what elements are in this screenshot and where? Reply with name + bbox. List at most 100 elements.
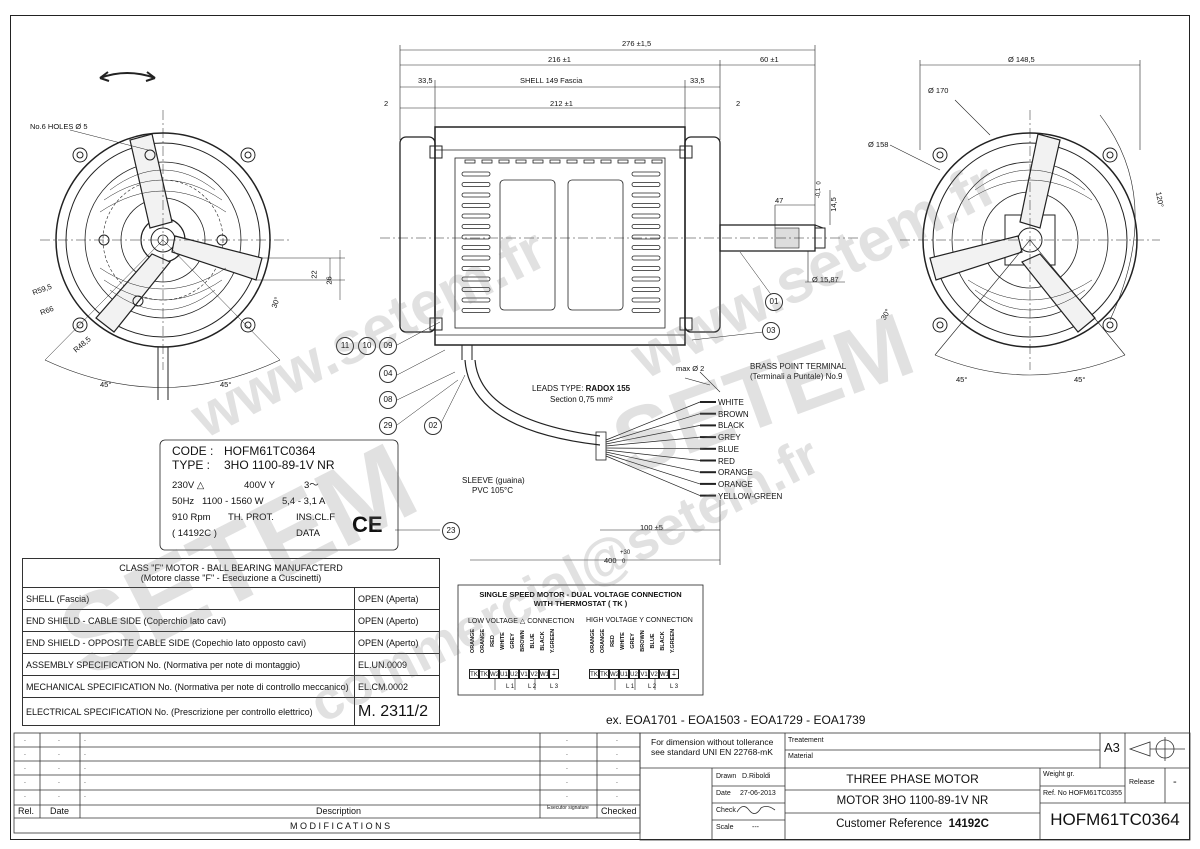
- dim-right-45b: 45°: [1074, 375, 1086, 384]
- ce-mark: CE: [352, 512, 383, 537]
- part-balloon: 03: [762, 322, 780, 340]
- lead-wire: [605, 425, 701, 445]
- terminal-block: ⏚: [669, 669, 679, 679]
- part-balloon: 04: [379, 365, 397, 383]
- vent-slot: [631, 213, 661, 219]
- terminal-block: W1: [539, 669, 549, 679]
- type-label: TYPE :: [172, 458, 211, 472]
- lead-wire: [605, 451, 701, 473]
- plate-v1: 230V △: [172, 480, 205, 491]
- vent-slot: [631, 171, 661, 177]
- spec-row: END SHIELD - OPPOSITE CABLE SIDE (Copech…: [22, 631, 440, 654]
- terminal-block: ⏚: [549, 669, 559, 679]
- vent-slot: [549, 159, 561, 164]
- terminal-block: W1: [659, 669, 669, 679]
- terminal-block: U2: [509, 669, 519, 679]
- vent-slot: [631, 203, 661, 208]
- plate-watts: 1100 - 1560 W: [202, 496, 264, 507]
- drawing-title-2: MOTOR 3HO 1100-89-1V NR: [836, 795, 989, 807]
- vent-slot: [617, 159, 629, 164]
- part-balloon: 08: [379, 391, 397, 409]
- terminal-link: [614, 679, 656, 690]
- dim-left-45b: 45°: [220, 380, 232, 389]
- dim-left-holes: No.6 HOLES Ø 5: [30, 122, 88, 131]
- plate-amps: 5,4 - 3,1 A: [282, 496, 326, 507]
- terminal-block: V2: [529, 669, 539, 679]
- wire-color-label: WHITE: [718, 398, 744, 407]
- rev-header-date: Date: [50, 806, 70, 816]
- plate-ref: ( 14192C ): [172, 528, 217, 539]
- revision-cell: .: [566, 764, 568, 771]
- vent-slot: [566, 159, 578, 164]
- spec-header: CLASS "F" MOTOR - BALL BEARING MANUFACTE…: [119, 563, 343, 573]
- lead-wire: [605, 436, 701, 447]
- wire-color-label: RED: [718, 456, 735, 466]
- vent-slot: [461, 171, 491, 177]
- terminal-block: W2: [609, 669, 619, 679]
- vent-slot: [461, 182, 491, 187]
- type-value: 3HO 1100-89-1V NR: [224, 458, 335, 472]
- weight-label: Weight gr.: [1043, 771, 1075, 778]
- drawing-number: HOFM61TC0364: [1050, 810, 1180, 829]
- code-value: HOFM61TC0364: [224, 444, 316, 458]
- terminal-link: [494, 679, 536, 690]
- dim-left-45a: 45°: [100, 380, 112, 389]
- vent-slot: [631, 287, 661, 292]
- revision-cell: .: [84, 750, 86, 757]
- vent-slot: [631, 308, 661, 313]
- code-label: CODE :: [172, 444, 214, 458]
- dim-overall: 276 ±1,5: [622, 39, 652, 48]
- dim-shaft-dia: Ø 15,87: [812, 275, 839, 284]
- vent-slot: [461, 203, 491, 208]
- scale-value: ---: [752, 824, 759, 831]
- plate-v2: 400V Y: [244, 480, 275, 491]
- line-label: L 2: [648, 684, 657, 690]
- vent-slot: [600, 159, 612, 164]
- revision-cell: .: [84, 736, 86, 743]
- leads-section: Section 0,75 mm²: [550, 395, 613, 404]
- tolerance-line-2: see standard UNI EN 22768-mK: [651, 747, 773, 757]
- wire-color-label: ORANGE: [718, 479, 753, 489]
- revision-cell: .: [616, 778, 618, 785]
- plate-prot: TH. PROT.: [228, 512, 274, 523]
- revision-cell: .: [566, 778, 568, 785]
- revision-cell: .: [566, 736, 568, 743]
- part-balloon: 23: [442, 522, 460, 540]
- vent-slot: [515, 159, 527, 164]
- leads-type-note: LEADS TYPE: RADOX 155 Section 0,75 mm²: [532, 383, 630, 405]
- revision-cell: .: [24, 792, 26, 799]
- rev-header-exec: Esecutor signature: [547, 805, 589, 811]
- dim-right-158: Ø 158: [868, 140, 889, 149]
- date-label: Date: [716, 790, 731, 797]
- line-label: L 1: [506, 684, 515, 690]
- revision-cell: .: [58, 736, 60, 743]
- plate-phases: 3～: [304, 480, 319, 491]
- part-balloon: 29: [379, 417, 397, 435]
- plate-hz: 50Hz: [172, 496, 195, 507]
- drawing-frame: [10, 15, 1190, 840]
- revision-cell: .: [84, 764, 86, 771]
- sheet-size: A3: [1104, 740, 1120, 755]
- dim-max2: max Ø 2: [676, 364, 705, 373]
- vent-slot: [461, 287, 491, 292]
- lead-wire: [605, 401, 701, 441]
- terminal-block: V2: [649, 669, 659, 679]
- vent-slot: [631, 255, 661, 261]
- dim-gap-left: 2: [384, 99, 389, 108]
- date-value: 27-06-2013: [740, 790, 776, 797]
- lead-wire: [605, 455, 701, 496]
- lead-wire: [605, 453, 701, 485]
- vent-slot: [498, 159, 510, 164]
- tolerance-line-1: For dimension without tollerance: [651, 737, 774, 747]
- drawing-title-1: THREE PHASE MOTOR: [846, 772, 979, 786]
- connection-title-1: SINGLE SPEED MOTOR - DUAL VOLTAGE CONNEC…: [479, 590, 682, 599]
- vent-slot: [631, 192, 661, 198]
- vent-slot: [634, 159, 646, 164]
- sleeve-line-1: SLEEVE (guaina): [462, 476, 525, 485]
- scale-label: Scale: [716, 824, 734, 831]
- vent-slot: [631, 182, 661, 187]
- dim-shell-left: 33,5: [418, 76, 433, 85]
- line-label: L 2: [528, 684, 537, 690]
- brass-line-1: BRASS POINT TERMINAL: [750, 362, 847, 371]
- spec-table: CLASS "F" MOTOR - BALL BEARING MANUFACTE…: [22, 558, 440, 726]
